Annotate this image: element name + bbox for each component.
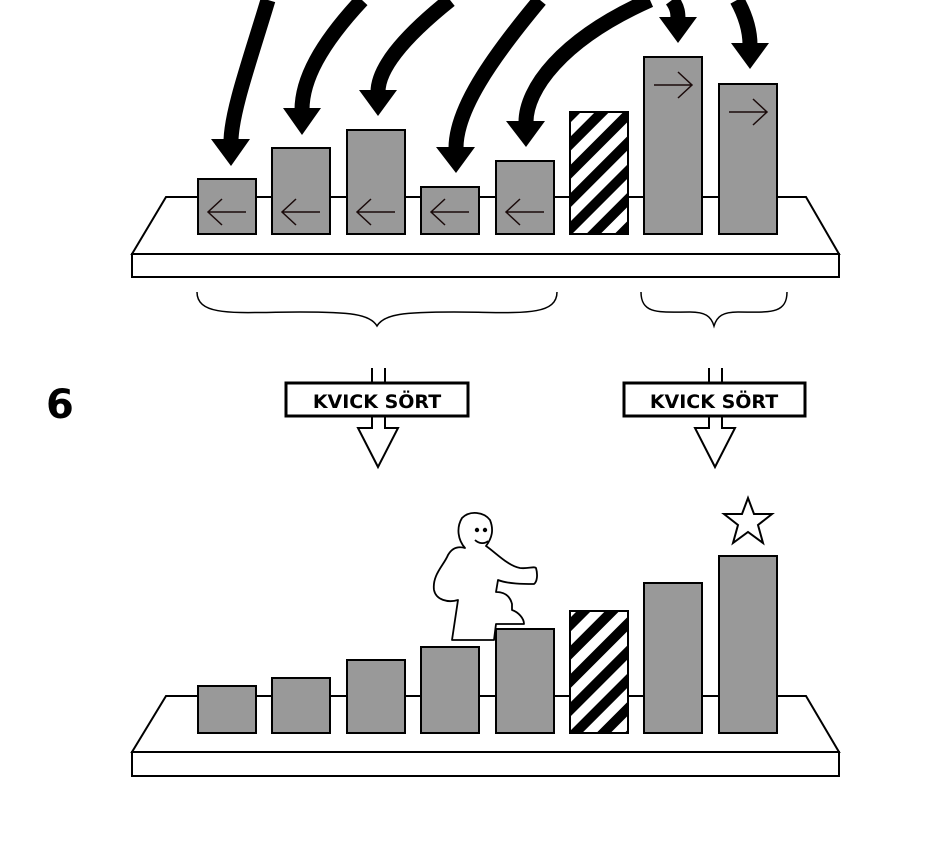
arrow-left-icon: [355, 198, 395, 226]
pivot-bar: [569, 111, 629, 235]
person-icon: [432, 512, 538, 641]
curved-arrow-icon: [294, 0, 368, 111]
bar: [271, 677, 331, 734]
arrow-left-icon: [504, 198, 544, 226]
braces: [196, 291, 788, 329]
arrowheads: [211, 17, 769, 173]
sign-label: KVICK SÖRT: [313, 389, 441, 413]
bar: [495, 628, 555, 734]
bar: [718, 555, 778, 734]
bar: [346, 129, 406, 235]
curved-arrow-icon: [370, 0, 455, 93]
move-arrows: [223, 0, 758, 149]
top-bars: [197, 56, 778, 235]
arrow-left-icon: [429, 198, 469, 226]
star-icon: [721, 495, 775, 546]
curved-arrow-icon: [448, 0, 546, 149]
curved-arrow-icon: [518, 0, 654, 123]
bar: [718, 83, 778, 235]
step-number: 6: [46, 382, 74, 428]
arrow-right-icon: [654, 71, 694, 99]
right-brace: [640, 291, 788, 329]
arrow-left-icon: [280, 198, 320, 226]
bar: [197, 178, 257, 235]
bar: [643, 582, 703, 734]
bar: [420, 186, 480, 235]
bar: [420, 646, 480, 734]
kvick-sort-sign-left: KVICK SÖRT: [284, 368, 470, 470]
bar: [495, 160, 555, 235]
bar: [643, 56, 703, 235]
curved-arrow-icon: [730, 0, 758, 46]
sign-label: KVICK SÖRT: [650, 389, 778, 413]
kvick-sort-sign-right: KVICK SÖRT: [622, 368, 807, 470]
left-brace: [196, 291, 558, 328]
arrow-left-icon: [206, 198, 246, 226]
bottom-bars: [197, 555, 778, 734]
bar: [346, 659, 406, 734]
pivot-bar: [569, 610, 629, 734]
bar: [197, 685, 257, 734]
bar: [271, 147, 331, 235]
curved-arrow-icon: [223, 0, 276, 141]
arrow-right-icon: [729, 98, 769, 126]
